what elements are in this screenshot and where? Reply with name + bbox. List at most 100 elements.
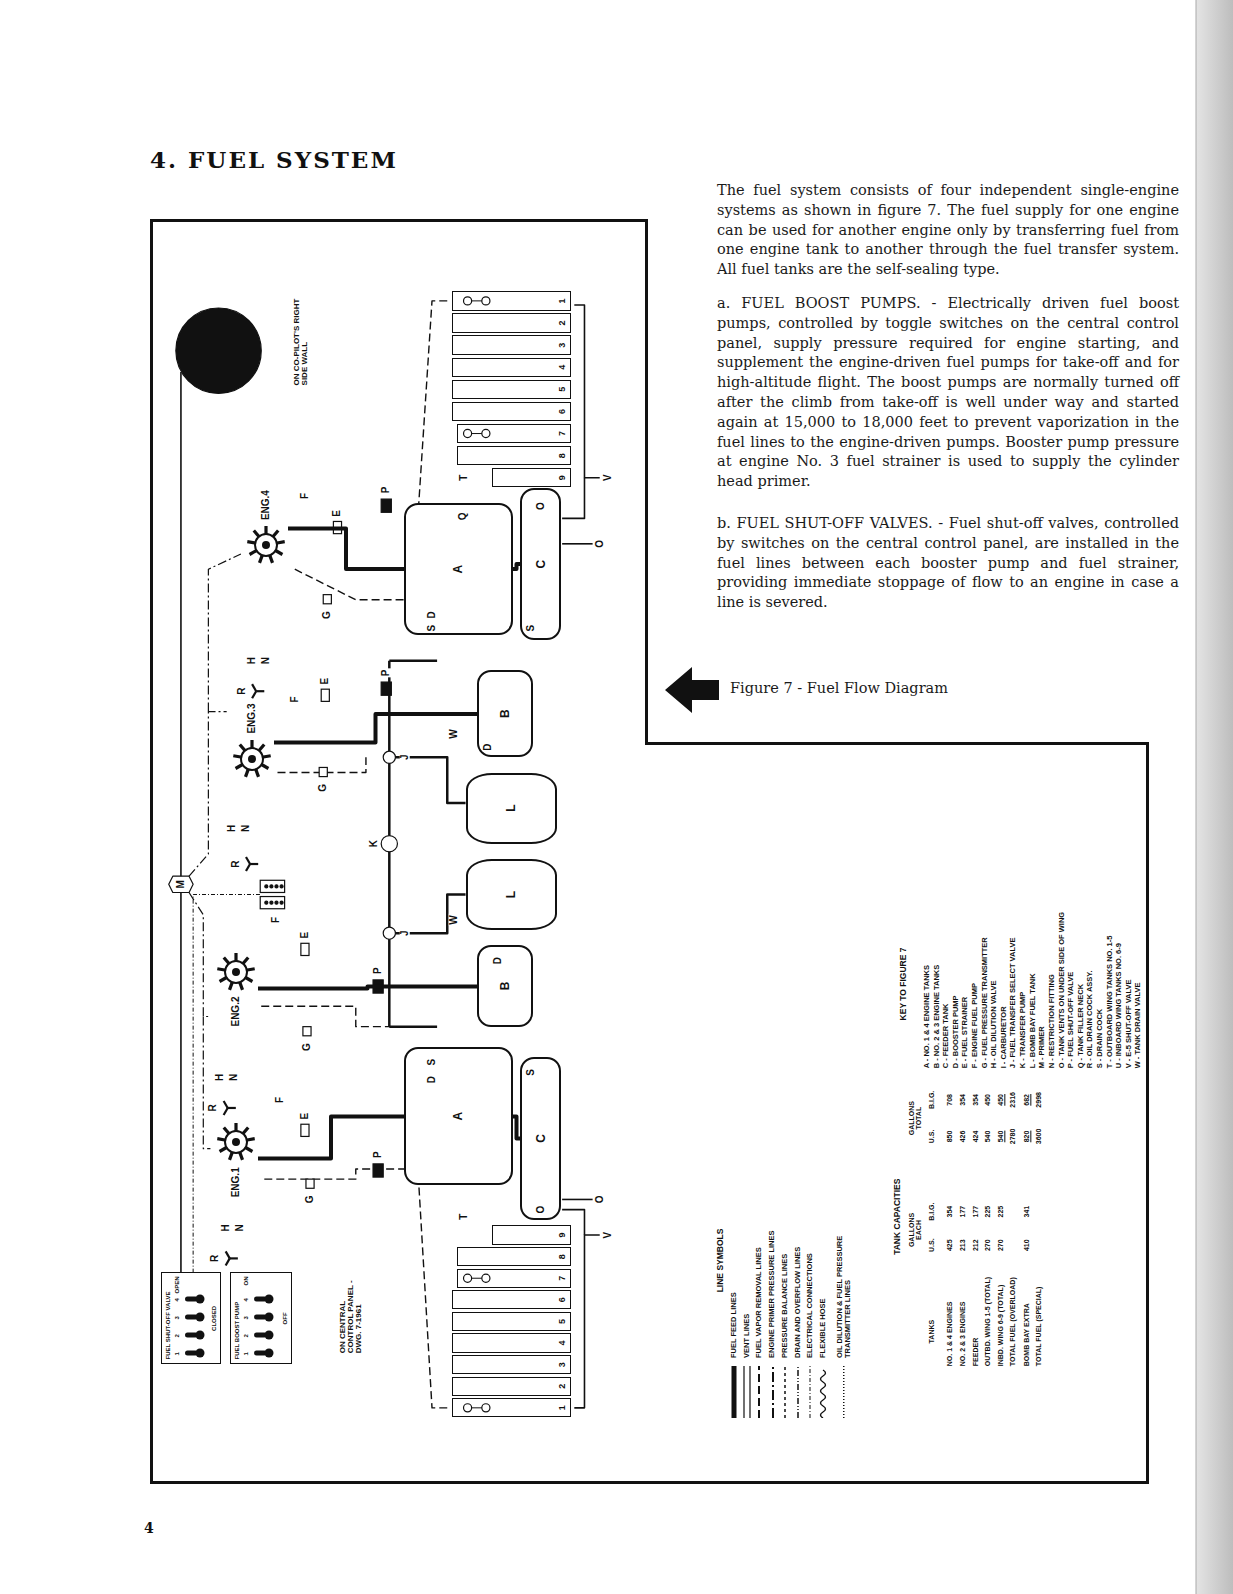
table-cell: 682 [1023, 1093, 1030, 1107]
key-entry: C - FEEDER TANK [942, 1002, 950, 1069]
callout-letter: F [271, 916, 282, 924]
panel-label: 1 [243, 1352, 249, 1355]
engine: ENG.4 [244, 490, 288, 567]
key-entry: E - FUEL STRAINER [962, 996, 970, 1070]
legend-text: FUEL FEED LINES [730, 1180, 738, 1358]
location-note: ON CO-PILOT'S RIGHT SIDE WALL [292, 284, 309, 386]
table-cell: 426 [959, 1130, 966, 1144]
vent-fitting [482, 1274, 490, 1282]
engine-crankcase [255, 534, 277, 556]
wing-tank-cell: 9 [492, 1225, 570, 1244]
callout-letter: S [427, 1058, 438, 1067]
callout-letter: H [227, 824, 238, 833]
table-header: B.I.G. [928, 1202, 935, 1222]
strainer-symbol [301, 943, 309, 955]
propeller-symbol [256, 690, 264, 692]
table-cell: 354 [959, 1093, 966, 1107]
tank-letter: L [505, 891, 517, 898]
panel-label: 2 [243, 1334, 249, 1337]
callout-letter: H [220, 1223, 231, 1232]
table-cell: 354 [947, 1205, 954, 1219]
key-entry: D - BOOSTER PUMP [952, 994, 960, 1069]
callout-letter: N [229, 1073, 240, 1082]
terminal [265, 901, 268, 904]
tank-number: 8 [558, 453, 567, 458]
table-cell: TOTAL FUEL (OVERLOAD) [1010, 1276, 1017, 1367]
callout-letter: F [274, 1096, 285, 1104]
callout-letter: G [322, 610, 333, 620]
filler-neck [464, 429, 472, 437]
key-entry: G - FUEL PRESSURE TRANSMITTER [981, 936, 989, 1069]
callout-letter: G [318, 783, 329, 793]
fuel-line [562, 478, 584, 519]
propeller-symbol [246, 864, 250, 871]
legend-text: OIL DILUTION & FUEL PRESSURE TRANSMITTER… [835, 1180, 852, 1358]
line-sample-stroke [821, 1370, 826, 1418]
callout-letter: G [302, 1042, 313, 1052]
key-entry: A - NO. 1 & 4 ENGINE TANKS [923, 964, 931, 1069]
line-sample-stroke [810, 1366, 811, 1418]
key-entry: Q - TANK FILLER NECK [1077, 983, 1085, 1069]
engine: ENG.3 [230, 704, 274, 781]
propeller-symbol [252, 691, 256, 698]
primer-line [180, 372, 182, 1273]
primer-pressure-line [189, 892, 210, 1016]
panel-label: 4 [174, 1298, 180, 1301]
propeller-symbol [250, 863, 258, 865]
figure-arrow [665, 667, 719, 713]
legend-text: DRAIN AND OVERFLOW LINES [794, 1180, 802, 1358]
table-cell: 212 [972, 1238, 979, 1252]
legend-title: LINE SYMBOLS [715, 1228, 724, 1294]
tank-letter: C [535, 560, 547, 569]
propeller-symbol [224, 1101, 228, 1108]
callout-letter: E [300, 931, 311, 940]
table-cell: 708 [947, 1093, 954, 1107]
callout-letter: D [427, 1075, 438, 1084]
engine-crankcase [241, 748, 263, 770]
panel-label: 3 [243, 1316, 249, 1319]
callout-letter: V [603, 473, 614, 482]
legend-item: OIL DILUTION & FUEL PRESSURE TRANSMITTER… [835, 1180, 852, 1418]
tank-number: 2 [558, 1384, 567, 1389]
line-sample [779, 1366, 791, 1418]
callout-letter: Q [457, 512, 468, 522]
text-column: The fuel system consists of four indepen… [717, 181, 1179, 613]
line-sample-stroke [744, 1366, 745, 1418]
toggle-base [196, 1331, 205, 1340]
propeller-symbol [228, 1107, 236, 1109]
toggle-base [265, 1331, 274, 1340]
tank-number: 2 [558, 321, 567, 326]
key-entry: I - CARBURETOR [1000, 1005, 1008, 1069]
table-cell: 450 [984, 1093, 991, 1107]
fuel-feed-line [513, 564, 520, 569]
callout-letter: P [381, 486, 392, 495]
legend-item: PRESSURE BALANCE LINES [779, 1180, 791, 1418]
table-cell: OUTBD. WING 1-5 (TOTAL) [984, 1276, 991, 1367]
wing-tank-cell: 7 [457, 424, 571, 443]
engine-label: ENG.3 [247, 704, 257, 734]
callout-letter: S [427, 624, 438, 633]
strainer-symbol [321, 689, 329, 701]
primer-symbol [169, 876, 193, 892]
callout-letter: O [594, 1195, 605, 1205]
line-sample [741, 1366, 753, 1418]
key-entry: S - DRAIN COCK [1096, 1008, 1104, 1070]
table-cell: 270 [984, 1238, 991, 1252]
legend-item: FUEL VAPOR REMOVAL LINES [753, 1180, 765, 1418]
engine-symbol [214, 1120, 258, 1164]
panel-label: OFF [282, 1312, 288, 1324]
wing-tank-cell: 4 [452, 1333, 571, 1352]
callout-letter: M [176, 879, 187, 889]
vent-fitting [482, 429, 490, 437]
legend-text: ENGINE PRIMER PRESSURE LINES [768, 1180, 776, 1358]
toggle-base [265, 1349, 274, 1358]
fuel-feed-line [288, 529, 404, 570]
vent-line [562, 543, 592, 545]
fuel-tank: A [404, 1048, 513, 1185]
table-cell: 225 [998, 1205, 1005, 1219]
engine-hub [232, 1138, 240, 1146]
line-sample [804, 1366, 816, 1418]
callout-letter: V [603, 1231, 614, 1240]
engine-hub [262, 541, 270, 549]
electrical-line [193, 895, 260, 1273]
